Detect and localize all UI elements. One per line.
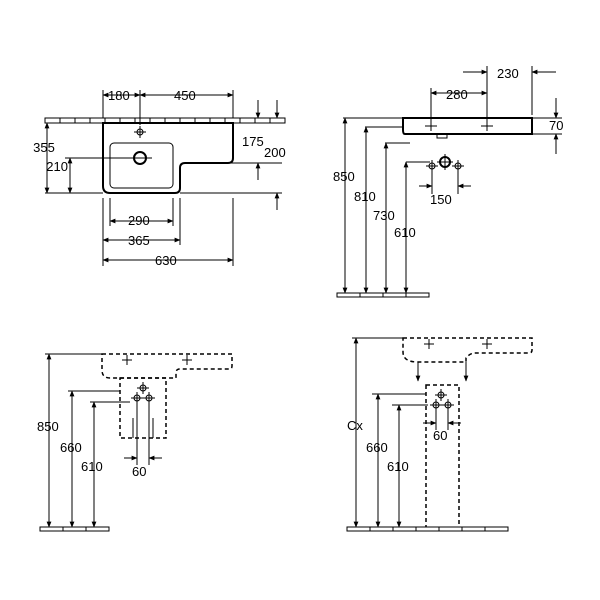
dim-230: 230 [497,66,519,81]
dim-290: 290 [128,213,150,228]
dim-60-full: 60 [433,428,447,443]
side-basin-profile [402,117,533,135]
dim-630: 630 [155,253,177,268]
dim-660-half: 660 [60,440,82,455]
side-floor [336,292,430,298]
dim-850-front: 850 [37,419,59,434]
top-view: 180 450 355 210 175 200 290 365 630 [33,88,286,268]
dim-610-half: 610 [81,459,103,474]
dim-60-half: 60 [132,464,146,479]
side-view: 230 280 70 850 810 730 610 [333,66,563,298]
side-tap-hole-icon [425,121,493,131]
dim-180: 180 [108,88,130,103]
front-basin-dashed [101,353,233,379]
front-tap-hole-icon [122,355,192,365]
dim-730: 730 [373,208,395,223]
full-basin-dashed [402,337,533,363]
dim-660-full: 660 [366,440,388,455]
dim-200: 200 [264,145,286,160]
full-pedestal-connection-icon [430,389,454,411]
dim-610-full: 610 [387,459,409,474]
dim-280: 280 [446,87,468,102]
full-pedestal [425,384,460,530]
half-pedestal [119,377,167,439]
half-pedestal-connection-icon [131,382,155,404]
dim-70: 70 [549,118,563,133]
half-pedestal-view: 850 660 610 60 [37,353,233,532]
dim-355: 355 [33,140,55,155]
basin-outline [102,122,234,194]
dim-610-side: 610 [394,225,416,240]
dim-810: 810 [354,189,376,204]
dim-150: 150 [430,192,452,207]
dim-450: 450 [174,88,196,103]
full-tap-hole-icon [424,339,492,349]
basin-bowl [109,142,174,189]
dim-210: 210 [46,159,68,174]
dim-365: 365 [128,233,150,248]
water-connection-icon [426,154,464,172]
dim-cx: Cx [347,418,363,433]
dim-850-side: 850 [333,169,355,184]
half-pedestal-floor [39,526,110,532]
tap-hole-icon [134,126,146,138]
full-pedestal-floor [346,526,509,532]
dim-175: 175 [242,134,264,149]
full-pedestal-view: 60 Cx 660 610 [346,337,533,532]
